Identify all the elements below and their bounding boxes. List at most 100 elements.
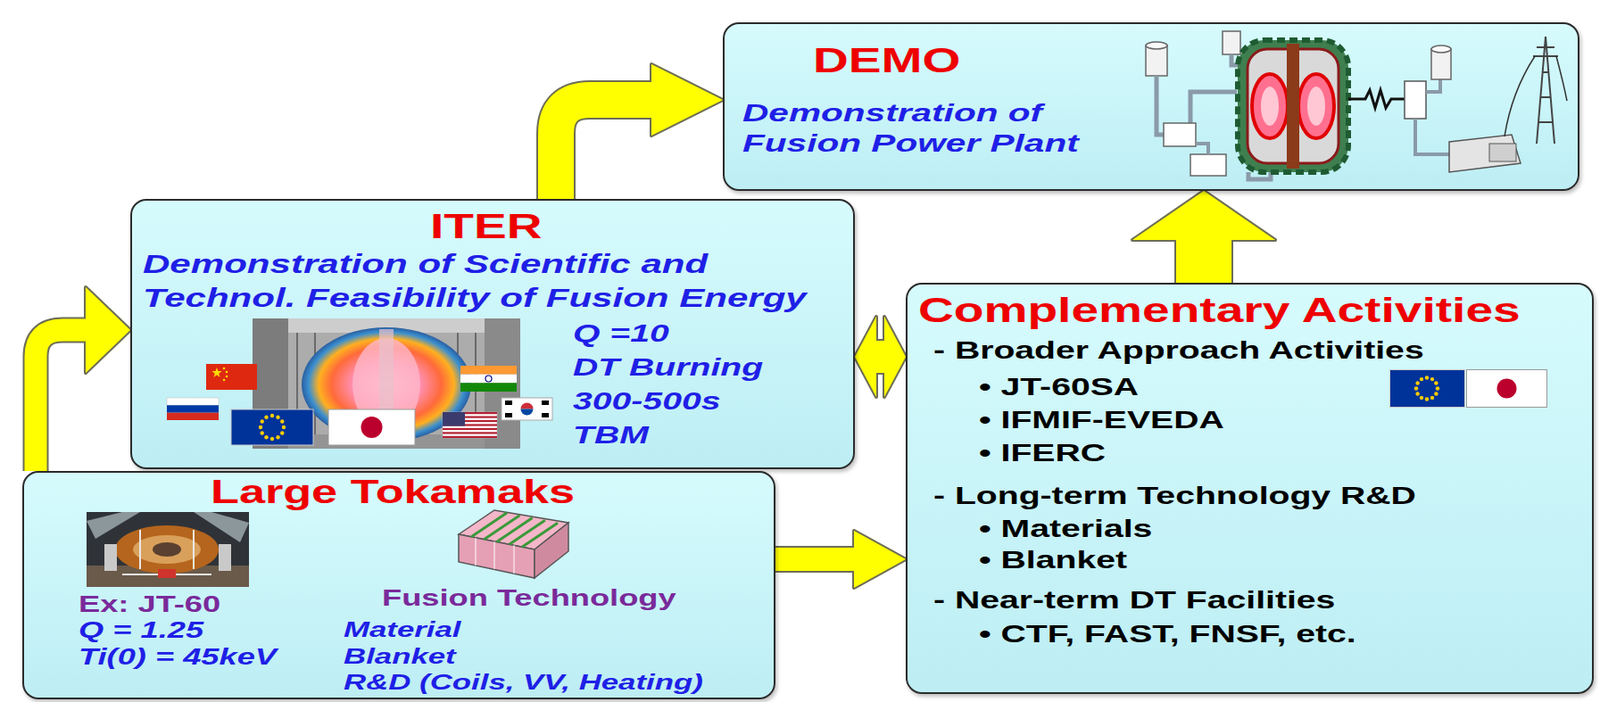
box-title: DEMO xyxy=(812,41,961,82)
arrow-shaft xyxy=(35,330,86,472)
illustration-part xyxy=(1237,40,1349,173)
arrow-shaft xyxy=(1176,240,1232,283)
arrowhead-outline xyxy=(854,316,877,398)
illustration-part xyxy=(541,400,549,406)
arrow-outline xyxy=(876,339,885,375)
block-arrow xyxy=(35,287,131,472)
illustration-part xyxy=(1497,379,1518,399)
illustration-part xyxy=(1434,391,1438,396)
box-subtitle: Demonstration of Scientific and Technol.… xyxy=(142,247,822,316)
illustration-part xyxy=(1504,56,1567,137)
illustration-part xyxy=(225,371,229,374)
arrow-outline xyxy=(35,330,86,472)
illustration-part xyxy=(1425,79,1441,92)
illustration-part xyxy=(1307,86,1326,126)
spec-item: Material xyxy=(343,617,462,643)
illustration-part xyxy=(1190,154,1227,176)
illustration-part xyxy=(442,412,498,439)
arrowhead-outline xyxy=(884,316,906,398)
list-item: • Blanket xyxy=(978,547,1128,575)
illustration-part xyxy=(1425,397,1429,401)
arrowhead-outline xyxy=(1132,190,1276,241)
spec-item: TBM xyxy=(572,422,649,450)
list-item: • IFMIF-EVEDA xyxy=(978,406,1225,435)
illustration-part xyxy=(1533,36,1559,144)
example-label: Ex: JT-60 xyxy=(78,591,221,618)
list-item: • CTF, FAST, FNSF, etc. xyxy=(978,621,1357,649)
box-title: Complementary Activities xyxy=(918,291,1521,332)
illustration-part xyxy=(270,437,274,441)
illustration-part xyxy=(264,415,268,420)
illustration-part xyxy=(1251,74,1288,139)
illustration-part xyxy=(1222,31,1241,55)
illustration-part xyxy=(1435,386,1440,390)
illustration-part xyxy=(1434,381,1438,385)
block-arrow xyxy=(775,530,906,589)
arrowhead xyxy=(854,316,877,398)
illustration-part xyxy=(534,522,569,579)
spec-item: Blanket xyxy=(343,644,456,670)
list-heading: - Long-term Technology R&D xyxy=(933,482,1417,511)
illustration-part xyxy=(1145,41,1168,50)
illustration-part xyxy=(225,375,229,379)
illustration-part xyxy=(442,436,498,439)
box-title: Large Tokamaks xyxy=(210,473,575,511)
illustration-part xyxy=(475,538,477,566)
illustration-part xyxy=(260,419,265,423)
block-arrow xyxy=(555,64,723,199)
box-title: ITER xyxy=(430,207,543,248)
illustration-part xyxy=(442,412,465,427)
arrow-outline xyxy=(1174,240,1234,283)
illustration-part xyxy=(280,431,284,435)
arrow-outline xyxy=(775,546,854,573)
illustration-part xyxy=(442,431,498,434)
section-label: Fusion Technology xyxy=(381,585,677,612)
list-item: • IFERC xyxy=(978,439,1106,468)
illustration-part xyxy=(1260,86,1279,126)
illustration-part xyxy=(211,367,222,378)
list-heading: - Broader Approach Activities xyxy=(933,337,1425,365)
arrowhead xyxy=(651,64,723,136)
arrowhead xyxy=(85,287,131,374)
illustration-part xyxy=(1414,375,1440,401)
arrow-shaft xyxy=(555,99,652,199)
illustration-part xyxy=(1467,370,1548,408)
illustration-part xyxy=(1449,134,1521,173)
block-arrow xyxy=(1132,190,1276,283)
illustration-part xyxy=(223,367,226,371)
arrowhead xyxy=(1132,190,1276,241)
illustration-part xyxy=(1195,143,1209,155)
arrow-shaft xyxy=(775,547,854,572)
illustration-part xyxy=(166,405,219,413)
illustration-part xyxy=(260,431,265,435)
illustration-part xyxy=(521,409,534,416)
illustration-part xyxy=(1419,377,1424,382)
illustration-part xyxy=(505,400,513,406)
illustration-part xyxy=(231,409,314,446)
box-subtitle: Demonstration of Fusion Power Plant xyxy=(742,98,1131,159)
spec-item: Q =10 xyxy=(572,320,670,349)
list-item: • JT-60SA xyxy=(978,373,1139,402)
illustration-part xyxy=(501,397,553,421)
illustration-part xyxy=(1145,45,1168,76)
arrowhead xyxy=(884,316,906,398)
illustration-part xyxy=(86,512,249,588)
illustration-part xyxy=(1404,81,1426,119)
illustration-part xyxy=(328,409,415,446)
illustration-part xyxy=(1430,396,1435,400)
illustration-part xyxy=(541,413,549,418)
activity-box: Complementary Activities - Broader Approa… xyxy=(905,282,1594,695)
partner-flags xyxy=(1389,369,1548,408)
illustration-part xyxy=(442,428,498,431)
list-heading: - Near-term DT Facilities xyxy=(933,587,1335,615)
illustration-part xyxy=(471,513,558,548)
illustration-part xyxy=(1415,381,1419,385)
spec-item: DT Burning xyxy=(572,354,763,382)
arrowhead-outline xyxy=(651,64,723,136)
spec-item: Ti(0) = 45keV xyxy=(78,644,277,671)
list-item: • Materials xyxy=(978,515,1153,544)
blanket-module xyxy=(454,503,573,582)
illustration-part xyxy=(1431,45,1451,53)
illustration-part xyxy=(132,535,201,564)
illustration-part xyxy=(280,419,284,423)
